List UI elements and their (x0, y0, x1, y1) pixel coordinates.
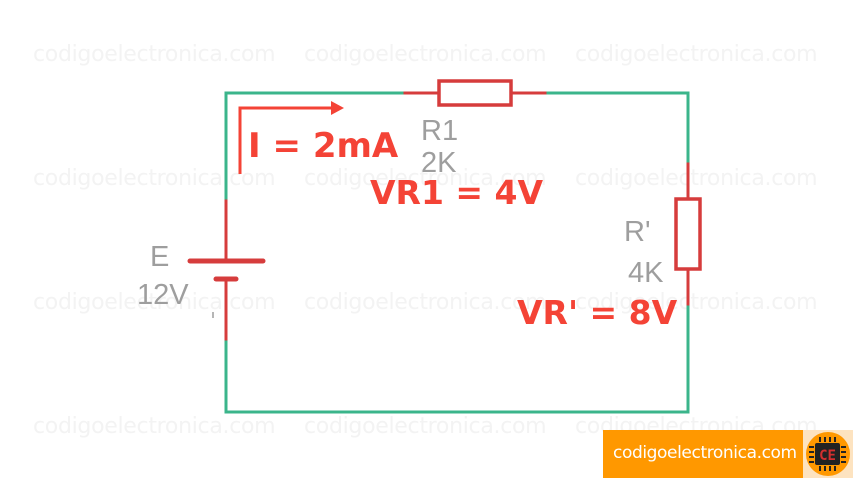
wire-right-bottom (224, 303, 690, 414)
watermark: codigoelectronica.com (33, 290, 276, 315)
brand-logo-container: CE (803, 430, 853, 478)
arrow-head-icon (331, 101, 344, 115)
brand-banner[interactable]: codigoelectronica.com (603, 430, 803, 478)
watermark: codigoelectronica.com (304, 290, 547, 315)
wire-top-right (544, 91, 690, 165)
watermark: codigoelectronica.com (33, 166, 276, 191)
r1-value: 2K (421, 147, 457, 179)
watermark: codigoelectronica.com (575, 290, 818, 315)
chip-logo-icon: CE (806, 432, 850, 476)
watermark: codigoelectronica.com (304, 42, 547, 67)
watermark: codigoelectronica.com (33, 42, 276, 67)
resistor-r-prime (674, 197, 702, 271)
current-label: I = 2mA (248, 126, 399, 166)
watermark: codigoelectronica.com (575, 42, 818, 67)
r1-voltage-label: VR1 = 4V (370, 173, 544, 212)
watermark: codigoelectronica.com (33, 414, 276, 439)
watermark: codigoelectronica.com (304, 414, 547, 439)
r-prime-voltage-label: VR' = 8V (517, 293, 678, 332)
brand-text: codigoelectronica.com (613, 443, 797, 463)
source-value: 12V (137, 279, 189, 311)
r-prime-name: R' (624, 216, 651, 248)
current-arrow-icon (238, 106, 333, 174)
r1-name: R1 (421, 115, 459, 147)
r-prime-value: 4K (628, 257, 664, 289)
resistor-r1 (437, 79, 513, 107)
logo-letters: CE (819, 448, 836, 464)
source-name: E (150, 241, 170, 273)
watermark: codigoelectronica.com (575, 166, 818, 191)
watermark: codigoelectronica.com (304, 166, 547, 191)
